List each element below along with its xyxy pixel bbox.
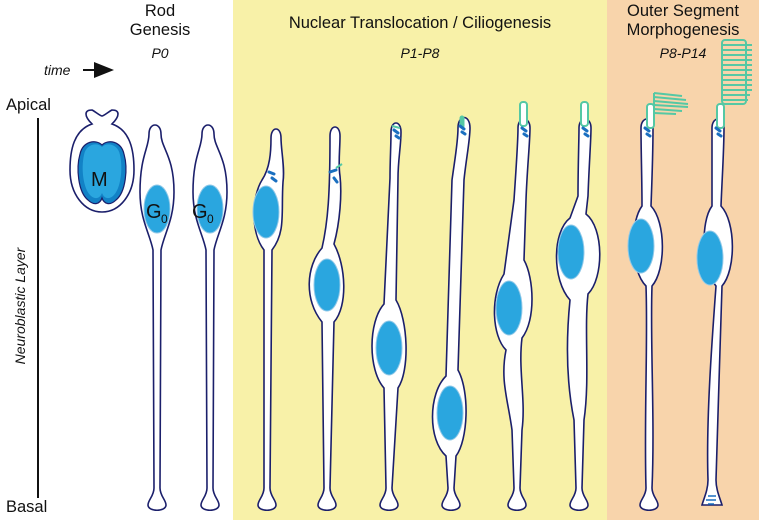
outer-segment-age: P8-P14 xyxy=(659,45,707,61)
rod-genesis-age: P0 xyxy=(151,45,169,61)
translocating-cell-4 xyxy=(431,115,471,512)
os-cell-1 xyxy=(627,92,689,512)
g0-subscript-2: 0 xyxy=(207,212,214,226)
rod-genesis-title-line1: Rod xyxy=(144,2,176,20)
g0-cell-1 xyxy=(139,124,175,512)
g0-label-2: G xyxy=(192,201,208,223)
outer-segment-title-line1: Outer Segment xyxy=(627,2,739,20)
rod-genesis-title: Rod Genesis xyxy=(118,2,202,40)
translocating-cell-6 xyxy=(555,101,601,512)
outer-segment-title-line2: Morphogenesis xyxy=(626,21,740,39)
translocating-cell-3 xyxy=(371,122,407,512)
nuclear-translocation-title: Nuclear Translocation / Ciliogenesis xyxy=(288,14,552,32)
time-label: time xyxy=(44,62,71,78)
outer-segment-discs-large xyxy=(721,39,752,105)
mitotic-cell xyxy=(69,109,135,213)
apical-label: Apical xyxy=(6,96,51,114)
mitotic-label: M xyxy=(91,169,108,191)
basal-label: Basal xyxy=(6,498,48,516)
neuroblastic-layer-label: Neuroblastic Layer xyxy=(12,247,28,365)
outer-segment-discs-small xyxy=(653,92,689,116)
translocating-cell-2 xyxy=(308,126,345,512)
os-cell-2 xyxy=(696,39,752,506)
outer-segment-title: Outer Segment Morphogenesis xyxy=(607,2,759,40)
nuclear-translocation-panel xyxy=(233,0,607,520)
g0-cell-2 xyxy=(192,124,228,512)
translocating-cell-1 xyxy=(252,128,285,512)
g0-label-1: G xyxy=(146,201,162,223)
g0-subscript-1: 0 xyxy=(161,212,168,226)
nuclear-translocation-age: P1-P8 xyxy=(400,45,440,61)
translocating-cell-5 xyxy=(493,101,533,512)
rod-genesis-title-line2: Genesis xyxy=(129,21,191,39)
